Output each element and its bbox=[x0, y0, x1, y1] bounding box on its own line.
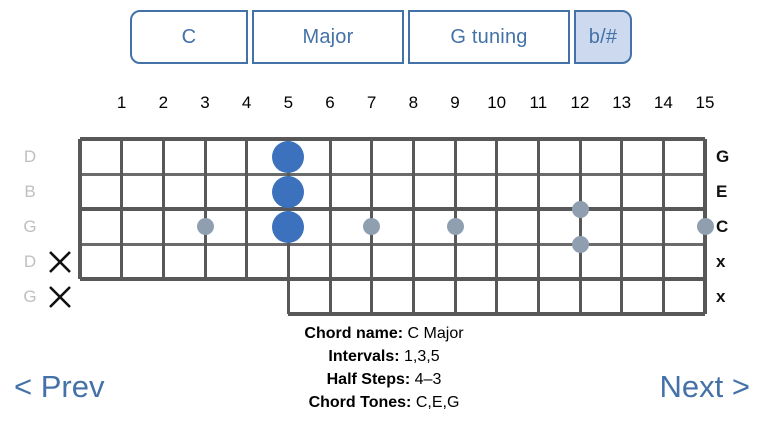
string-line bbox=[80, 172, 705, 176]
string-label-right-3: C bbox=[716, 216, 729, 236]
fret-number-3: 3 bbox=[200, 93, 210, 112]
string-line bbox=[80, 242, 705, 246]
fret-line bbox=[161, 139, 165, 279]
chord-tones-label: Chord Tones: bbox=[308, 394, 412, 411]
fret-line bbox=[78, 139, 82, 279]
fret-line bbox=[245, 139, 249, 279]
string-label-left-2: B bbox=[24, 181, 36, 201]
intervals-label: Intervals: bbox=[328, 348, 400, 365]
string-label-left-1: D bbox=[23, 146, 37, 166]
scale-marker-dot bbox=[363, 218, 381, 235]
fret-number-12: 12 bbox=[570, 93, 590, 112]
fret-number-2: 2 bbox=[158, 93, 169, 112]
chord-quality-selector[interactable]: Major bbox=[252, 10, 404, 64]
fret-number-5: 5 bbox=[283, 93, 294, 112]
scale-marker-dot bbox=[696, 218, 714, 235]
string-line bbox=[80, 137, 705, 141]
fret-number-9: 9 bbox=[450, 93, 460, 112]
x-mark-icon bbox=[45, 247, 75, 277]
string-label-right-1: G bbox=[716, 146, 730, 166]
fret-number-13: 13 bbox=[612, 93, 632, 112]
string-label-left-5: G bbox=[23, 286, 37, 306]
fret-number-4: 4 bbox=[241, 93, 252, 112]
chord-tones-row: Chord Tones: C,E,G bbox=[0, 391, 768, 414]
fret-line bbox=[495, 139, 499, 314]
fret-number-15: 15 bbox=[695, 93, 715, 112]
root-note-selector[interactable]: C bbox=[130, 10, 248, 64]
fret-line bbox=[536, 139, 540, 314]
fret-number-6: 6 bbox=[325, 93, 335, 112]
chord-selector-bar: C Major G tuning b/# bbox=[130, 10, 632, 64]
string-label-left-3: G bbox=[23, 216, 37, 236]
string-label-right-5: x bbox=[716, 286, 726, 306]
string-line bbox=[288, 312, 705, 316]
half-steps-value: 4–3 bbox=[414, 371, 442, 388]
string-label-left-4: D bbox=[23, 251, 37, 271]
fret-line bbox=[120, 139, 124, 279]
tuning-selector[interactable]: G tuning bbox=[408, 10, 570, 64]
string-label-right-2: E bbox=[716, 181, 728, 201]
fretboard-grid bbox=[78, 137, 714, 316]
half-steps-row: Half Steps: 4–3 bbox=[0, 368, 768, 391]
chord-name-row: Chord name: C Major bbox=[0, 322, 768, 345]
prev-chord-link[interactable]: < Prev bbox=[14, 369, 105, 404]
chord-name-value: C Major bbox=[407, 325, 464, 342]
chord-tone-dot bbox=[272, 175, 305, 208]
chord-tones-value: C,E,G bbox=[415, 394, 460, 411]
half-steps-label: Half Steps: bbox=[326, 371, 411, 388]
scale-marker-dot bbox=[571, 200, 589, 218]
intervals-row: Intervals: 1,3,5 bbox=[0, 345, 768, 368]
string-line bbox=[80, 207, 705, 211]
fret-line bbox=[203, 139, 207, 279]
string-line bbox=[80, 277, 289, 281]
chord-name-label: Chord name: bbox=[304, 325, 404, 342]
fret-number-11: 11 bbox=[529, 93, 548, 112]
fret-number-1: 1 bbox=[116, 93, 127, 112]
string-label-right-4: x bbox=[716, 251, 726, 271]
fret-line bbox=[661, 139, 665, 314]
fret-line bbox=[328, 139, 332, 314]
scale-marker-dot bbox=[571, 235, 589, 253]
scale-marker-dot bbox=[196, 218, 214, 235]
fret-line bbox=[286, 279, 290, 314]
x-mark-icon bbox=[45, 282, 75, 312]
fret-number-14: 14 bbox=[653, 93, 673, 112]
fret-number-8: 8 bbox=[408, 93, 419, 112]
intervals-value: 1,3,5 bbox=[404, 348, 440, 365]
scale-marker-dot bbox=[446, 218, 464, 235]
chord-info-block: Chord name: C Major Intervals: 1,3,5 Hal… bbox=[0, 322, 768, 414]
fret-number-10: 10 bbox=[487, 93, 507, 112]
fret-line bbox=[578, 139, 582, 314]
fret-line bbox=[620, 139, 624, 314]
chord-tone-dot bbox=[272, 140, 305, 173]
accidental-toggle[interactable]: b/# bbox=[574, 10, 632, 64]
fret-line bbox=[411, 139, 415, 314]
fret-number-7: 7 bbox=[366, 93, 377, 112]
chord-tone-dot bbox=[272, 210, 305, 243]
next-chord-link[interactable]: Next > bbox=[659, 369, 750, 404]
